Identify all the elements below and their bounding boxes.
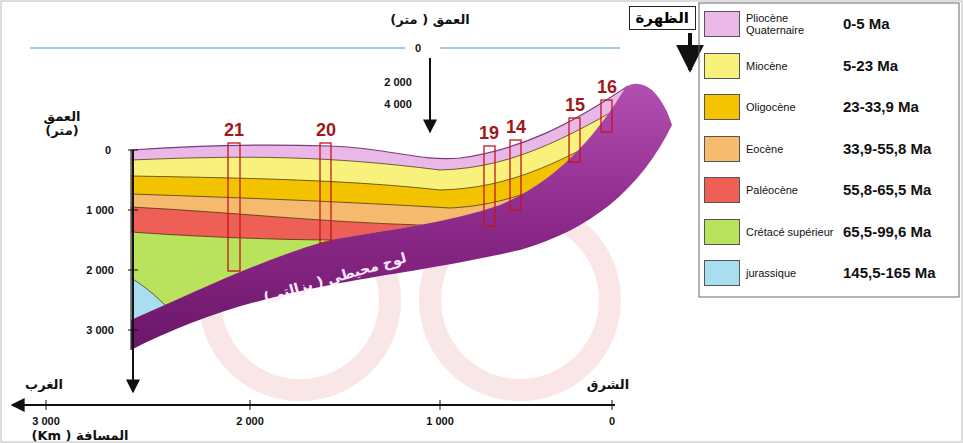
legend-text: Eocène [746,142,838,154]
legend-swatch [704,219,740,245]
axis-value: 0 [105,144,111,156]
borehole-number: 16 [597,78,617,98]
section-edge [130,150,131,350]
axis-title: العمق (متر) [32,110,92,139]
distance-axis [12,404,615,406]
direction-label: الشرق [587,378,629,392]
axis-title: العمق ( متر) [390,13,470,27]
scale-value: 0 [413,42,423,54]
seafloor [131,86,628,159]
legend-text: jurassique [746,267,838,279]
legend-text: Oligocène [746,101,838,113]
age-range: 5-23 Ma [843,57,898,74]
age-range: 145,5-165 Ma [843,265,936,282]
age-range: 0-5 Ma [843,16,890,33]
ridge-box: الظهرة [629,6,696,30]
scale-value: 4 000 [384,98,412,110]
age-range: 55,8-65,5 Ma [843,182,931,199]
axis-value: 3 000 [86,324,114,336]
axis-value: 1 000 [426,415,454,427]
direction-label: الغرب [25,378,63,392]
legend-swatch [704,94,740,120]
axis-ticks [46,150,612,410]
legend-text: Paléocène [746,184,838,196]
age-range: 33,9-55,8 Ma [843,140,931,157]
legend-swatch [704,177,740,203]
scale-value: 2 000 [384,76,412,88]
axis-value: 2 000 [236,415,264,427]
legend-swatch [704,136,740,162]
oceanic-plate [131,84,672,350]
legend-swatch [704,260,740,286]
borehole-number: 14 [506,118,526,138]
legend-swatch [704,53,740,79]
axis-value: 3 000 [32,415,60,427]
age-range: 23-33,9 Ma [843,99,919,116]
depth-axis [132,150,134,392]
legend-text: Miocène [746,59,838,71]
legend-frame [699,3,959,297]
borehole-number: 20 [316,121,336,141]
legend-swatch [704,11,740,37]
borehole-number: 15 [565,96,585,116]
borehole-number: 21 [224,121,244,141]
legend-text: Pliocène Quaternaire [746,12,838,36]
sea-level [440,47,620,48]
axis-title: المسافة ( Km) [31,429,128,443]
borehole [228,100,612,271]
axis-value: 0 [609,415,615,427]
age-range: 65,5-99,6 Ma [843,223,931,240]
sediment-layers [100,80,700,420]
legend-text: Crétacé supérieur [746,225,838,237]
borehole-number: 19 [479,124,499,144]
sea-level [30,47,405,48]
axis-value: 2 000 [86,264,114,276]
axis-value: 1 000 [86,204,114,216]
ridge-arrow [688,33,692,70]
node-text: الظهرة [636,9,689,27]
depth-arrow [429,58,431,132]
